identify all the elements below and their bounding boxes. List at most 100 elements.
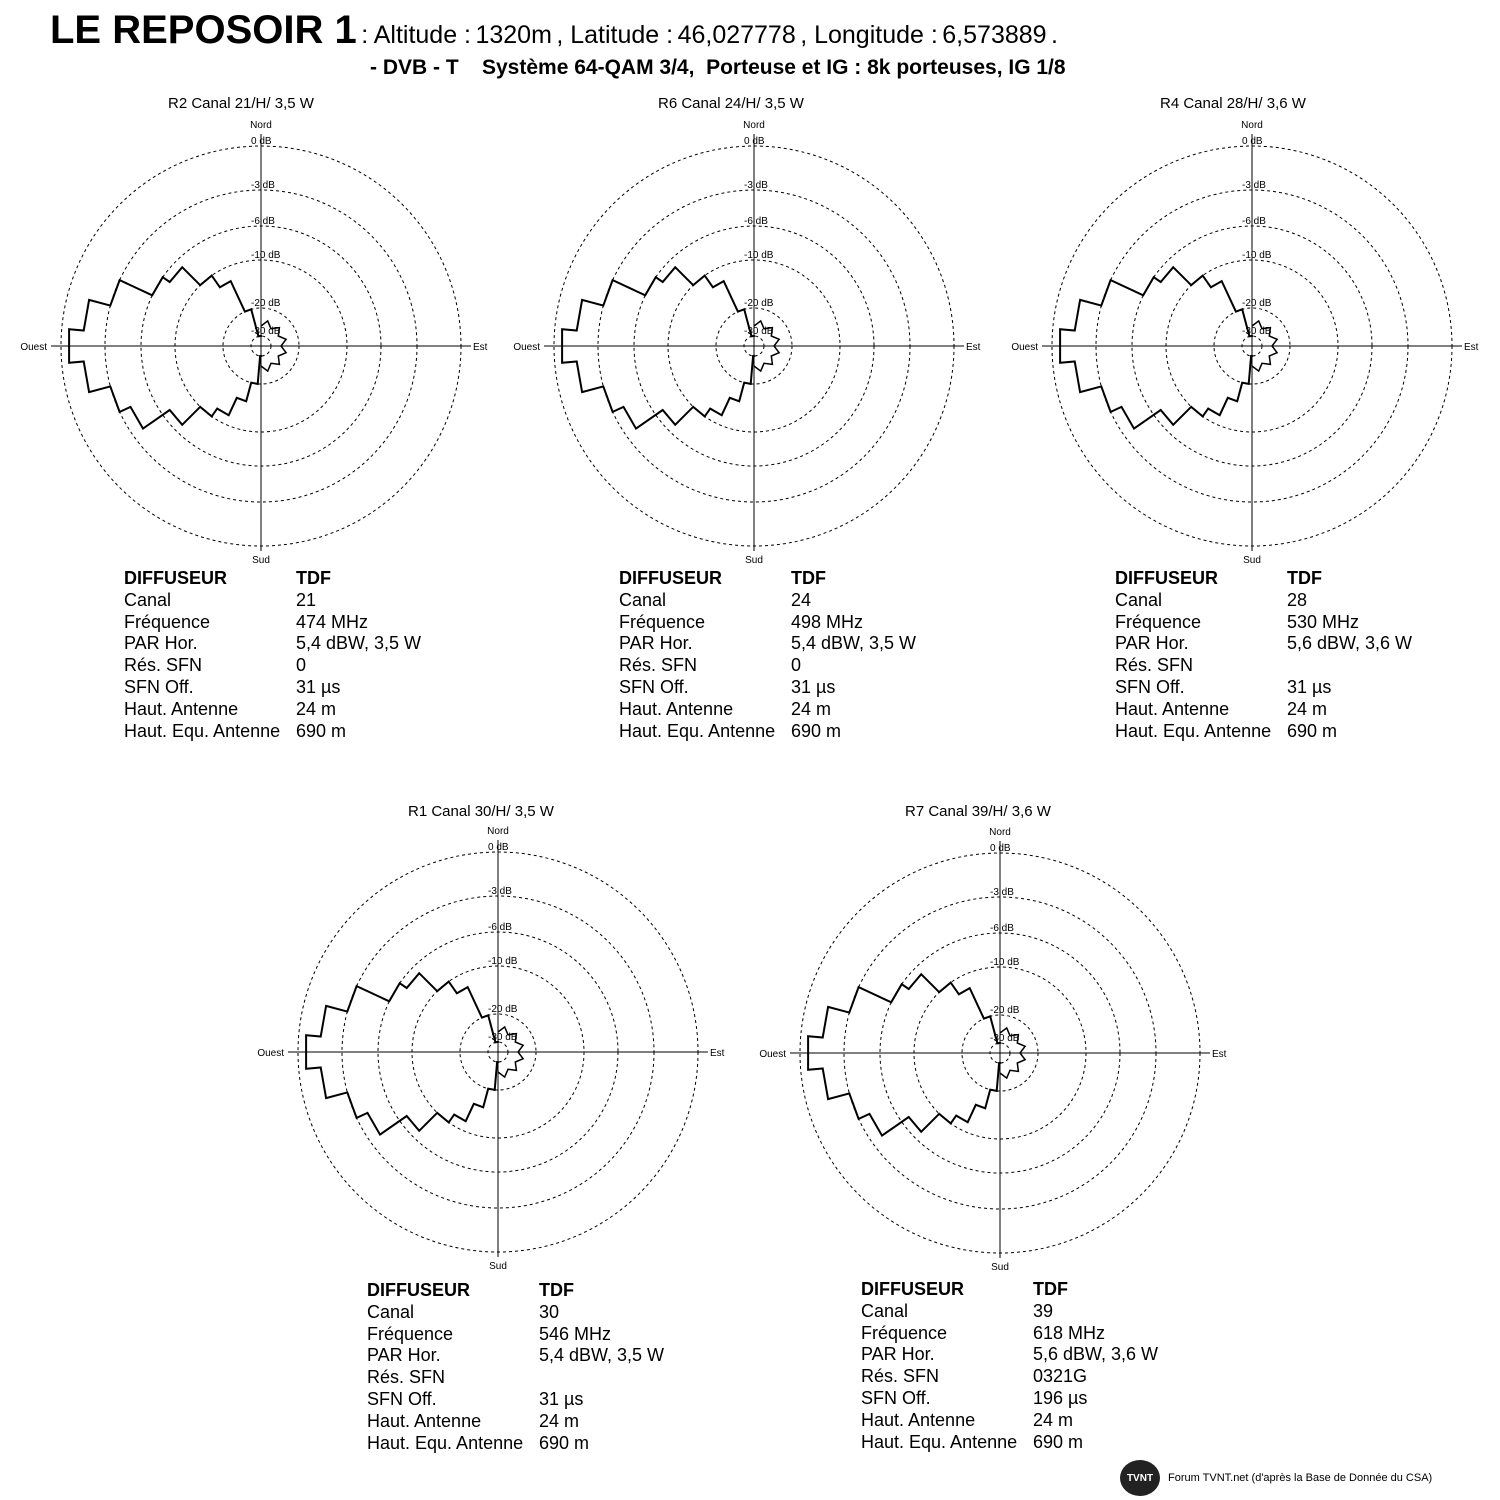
info-value: 196 µs xyxy=(1033,1387,1088,1408)
page-subtitle: - DVB - T Système 64-QAM 3/4, Porteuse e… xyxy=(370,56,1066,79)
info-label: Rés. SFN xyxy=(124,655,203,676)
db-ring-label: -30 dB xyxy=(488,1032,518,1043)
info-value: 5,4 dBW, 3,5 W xyxy=(296,633,422,654)
info-row: Fréquence 474 MHz xyxy=(124,612,421,634)
radiation-pattern xyxy=(1059,265,1253,431)
info-value: 474 MHz xyxy=(296,611,369,632)
east-label: Est xyxy=(966,342,981,353)
db-ring-label: -20 dB xyxy=(990,1005,1020,1016)
footer: TVNT Forum TVNT.net (d'après la Base de … xyxy=(1120,1460,1432,1496)
info-label: Fréquence xyxy=(124,611,211,632)
info-label: Fréquence xyxy=(619,611,706,632)
db-ring-label: 0 dB xyxy=(251,136,272,147)
chart-title: R1 Canal 30/H/ 3,5 W xyxy=(408,803,555,820)
db-ring-label: -6 dB xyxy=(1242,216,1266,227)
minor-lobe xyxy=(999,1026,1027,1080)
info-value: TDF xyxy=(791,568,826,588)
south-label: Sud xyxy=(745,555,763,566)
info-label: Canal xyxy=(124,589,172,610)
db-ring-label: -3 dB xyxy=(251,180,275,191)
info-value: 690 m xyxy=(791,720,842,741)
chart-title: R2 Canal 21/H/ 3,5 W xyxy=(168,95,315,112)
west-label: Ouest xyxy=(257,1048,284,1059)
info-label: Haut. Equ. Antenne xyxy=(1115,720,1272,741)
info-row: PAR Hor.5,4 dBW, 3,5 W xyxy=(367,1345,664,1367)
db-ring-label: -20 dB xyxy=(488,1004,518,1015)
info-value: TDF xyxy=(1287,568,1322,588)
db-ring-label: -30 dB xyxy=(990,1033,1020,1044)
info-label: PAR Hor. xyxy=(367,1345,441,1366)
latitude-label: , Latitude : xyxy=(556,21,674,49)
info-label: Canal xyxy=(1115,589,1163,610)
west-label: Ouest xyxy=(513,342,540,353)
page-title: LE REPOSOIR 1 xyxy=(50,8,357,52)
south-label: Sud xyxy=(489,1261,507,1272)
info-value: 31 µs xyxy=(296,676,341,697)
info-label: PAR Hor. xyxy=(861,1344,935,1365)
chart-title: R4 Canal 28/H/ 3,6 W xyxy=(1160,95,1307,112)
west-label: Ouest xyxy=(759,1049,786,1060)
info-label: Canal xyxy=(367,1301,415,1322)
info-value: 5,4 dBW, 3,5 W xyxy=(791,633,917,654)
db-ring-label: -30 dB xyxy=(744,326,774,337)
info-label: Fréquence xyxy=(367,1323,454,1344)
west-label: Ouest xyxy=(20,342,47,353)
polar-chart: R4 Canal 28/H/ 3,6 W0 dB-3 dB-6 dB-10 dB… xyxy=(1011,95,1478,566)
info-value: 31 µs xyxy=(539,1388,584,1409)
west-label: Ouest xyxy=(1011,342,1038,353)
db-ring-label: -6 dB xyxy=(990,923,1014,934)
info-value: 0 xyxy=(791,655,802,676)
info-row: Rés. SFN xyxy=(367,1367,664,1389)
db-ring-label: -30 dB xyxy=(251,326,281,337)
tvnt-logo: TVNT xyxy=(1120,1460,1160,1496)
info-row: PAR Hor.5,6 dBW, 3,6 W xyxy=(1115,633,1412,655)
polar-chart: R2 Canal 21/H/ 3,5 W0 dB-3 dB-6 dB-10 dB… xyxy=(20,95,487,566)
info-label: Haut. Equ. Antenne xyxy=(124,720,281,741)
info-value: 31 µs xyxy=(791,676,836,697)
info-value: TDF xyxy=(539,1280,574,1300)
info-value: 5,6 dBW, 3,6 W xyxy=(1287,633,1413,654)
db-ring-label: -3 dB xyxy=(488,886,512,897)
db-ring-label: 0 dB xyxy=(744,136,765,147)
south-label: Sud xyxy=(1243,555,1261,566)
info-row: Canal 30 xyxy=(367,1302,664,1324)
info-value: TDF xyxy=(296,568,331,588)
info-row: SFN Off.31 µs xyxy=(124,677,421,699)
db-ring-label: 0 dB xyxy=(1242,136,1263,147)
info-row: SFN Off.31 µs xyxy=(367,1389,664,1411)
info-value: 30 xyxy=(539,1301,560,1322)
info-value: 21 xyxy=(296,589,317,610)
south-label: Sud xyxy=(252,555,270,566)
polar-chart: R7 Canal 39/H/ 3,6 W0 dB-3 dB-6 dB-10 dB… xyxy=(759,803,1226,1273)
minor-lobe xyxy=(753,319,781,373)
minor-lobe xyxy=(260,319,288,373)
db-ring-label: -20 dB xyxy=(744,298,774,309)
altitude-value: 1320m xyxy=(475,21,552,49)
east-label: Est xyxy=(1212,1049,1227,1060)
info-value: 24 xyxy=(791,589,812,610)
radiation-pattern xyxy=(305,971,499,1137)
info-row: SFN Off.31 µs xyxy=(1115,677,1412,699)
info-label: PAR Hor. xyxy=(619,633,693,654)
info-row: PAR Hor.5,4 dBW, 3,5 W xyxy=(124,633,421,655)
info-label: Fréquence xyxy=(1115,611,1202,632)
info-value: 24 m xyxy=(1033,1409,1074,1430)
db-ring-label: -10 dB xyxy=(744,250,774,261)
